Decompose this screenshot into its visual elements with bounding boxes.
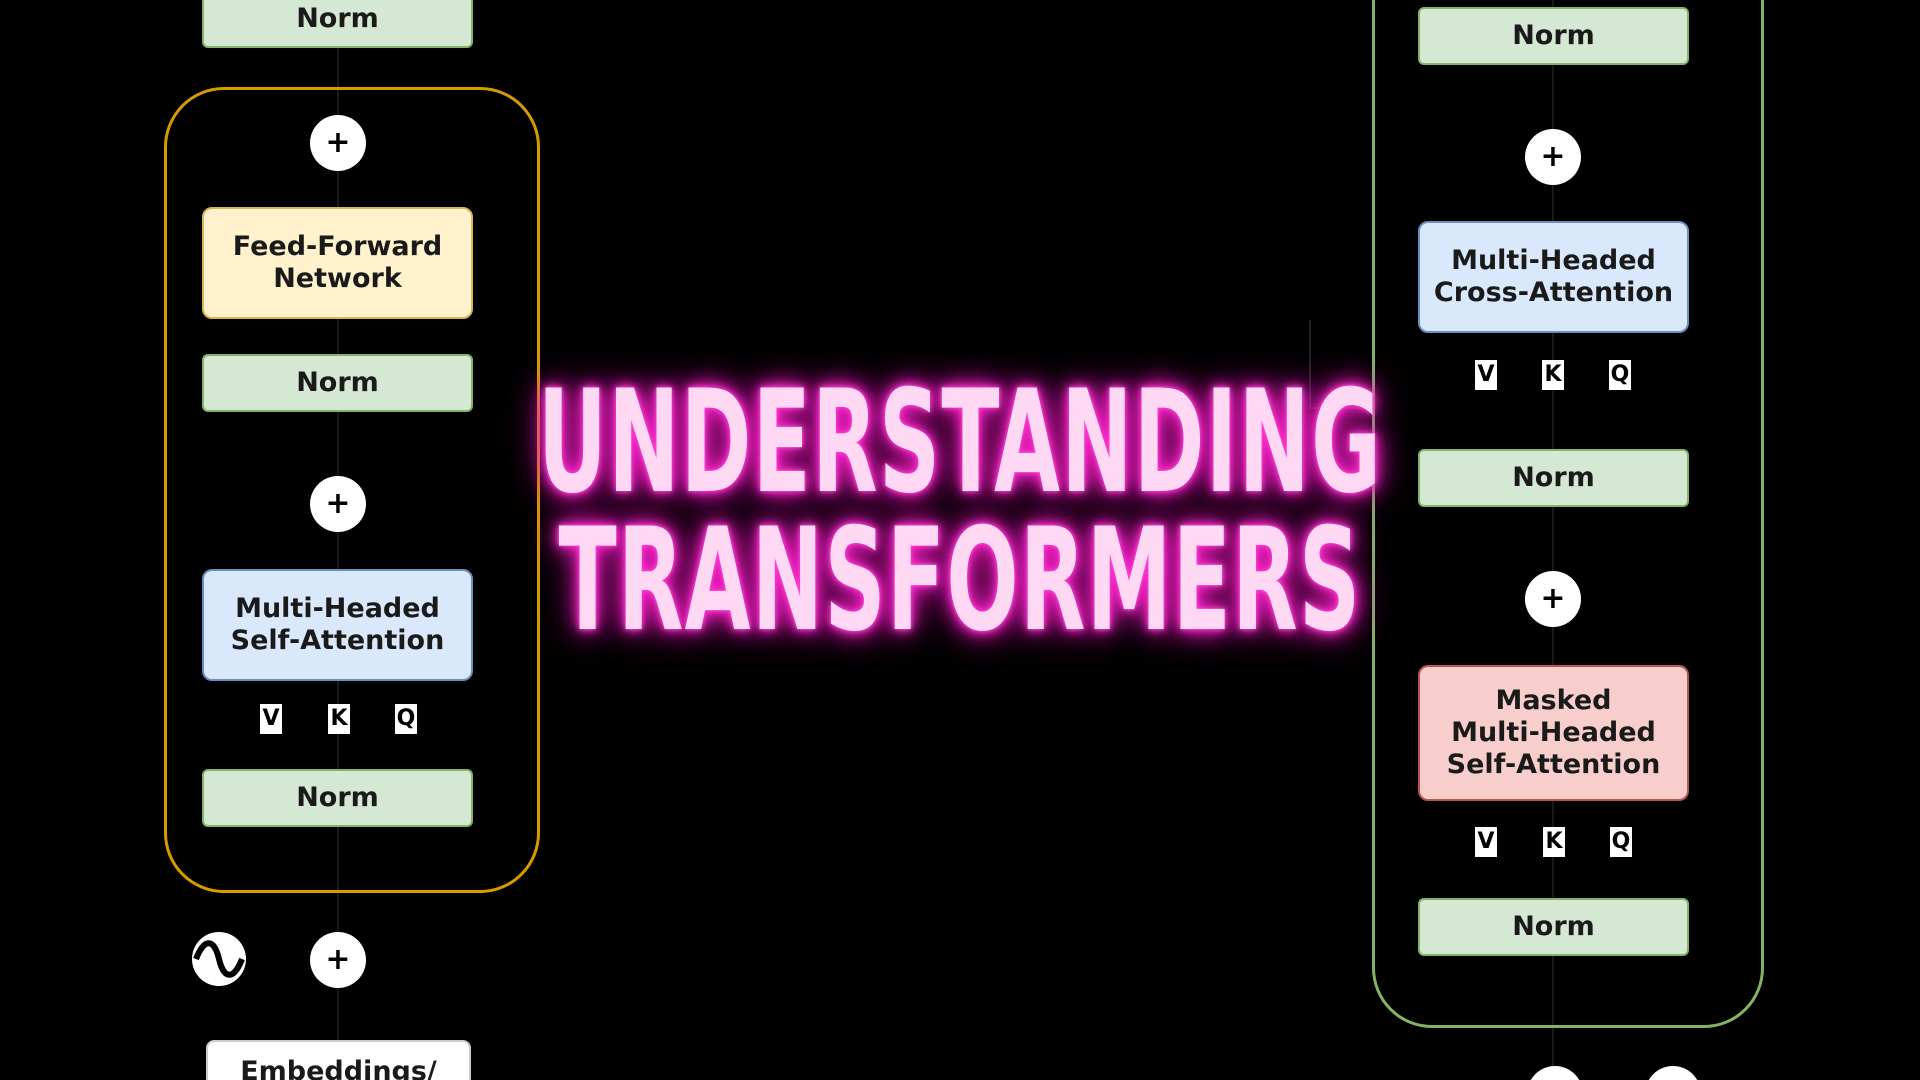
- encoder-k-label: K: [328, 704, 350, 734]
- decoder-add-circle-top: +: [1525, 129, 1581, 185]
- embeddings-block: Embeddings/: [206, 1040, 471, 1080]
- decoder-bottom-right-circle: [1645, 1066, 1701, 1080]
- encoder-top-norm-block: Norm: [202, 0, 473, 48]
- encoder-add-circle-top: +: [310, 115, 366, 171]
- encoder-add-circle-bottom: +: [310, 932, 366, 988]
- decoder-norm-mid-block: Norm: [1418, 449, 1689, 507]
- decoder-cross-q-label: Q: [1609, 360, 1631, 390]
- encoder-norm-mid-block: Norm: [202, 354, 473, 412]
- encoder-self-attention-block: Multi-Headed Self-Attention: [202, 569, 473, 681]
- decoder-masked-q-label: Q: [1610, 827, 1632, 857]
- sine-wave-glyph: [193, 933, 245, 985]
- decoder-masked-v-label: V: [1475, 827, 1497, 857]
- decoder-frame: [1372, 0, 1764, 1028]
- sine-wave-icon: [192, 932, 246, 986]
- encoder-norm-bottom-block: Norm: [202, 769, 473, 827]
- title-line-1: UNDERSTANDING: [537, 360, 1383, 525]
- encoder-frame: [164, 87, 540, 893]
- encoder-v-label: V: [260, 704, 282, 734]
- feed-forward-network-block: Feed-Forward Network: [202, 207, 473, 319]
- decoder-cross-k-label: K: [1542, 360, 1564, 390]
- encoder-add-circle-mid: +: [310, 476, 366, 532]
- decoder-cross-v-label: V: [1475, 360, 1497, 390]
- encoder-q-label: Q: [395, 704, 417, 734]
- decoder-masked-k-label: K: [1543, 827, 1565, 857]
- masked-self-attention-block: Masked Multi-Headed Self-Attention: [1418, 665, 1689, 801]
- decoder-add-circle-mid: +: [1525, 571, 1581, 627]
- title-line-2: TRANSFORMERS: [558, 498, 1362, 663]
- decoder-bottom-left-circle: [1527, 1066, 1583, 1080]
- decoder-norm-bottom-block: Norm: [1418, 898, 1689, 956]
- decoder-top-norm-block: Norm: [1418, 7, 1689, 65]
- decoder-cross-attention-block: Multi-Headed Cross-Attention: [1418, 221, 1689, 333]
